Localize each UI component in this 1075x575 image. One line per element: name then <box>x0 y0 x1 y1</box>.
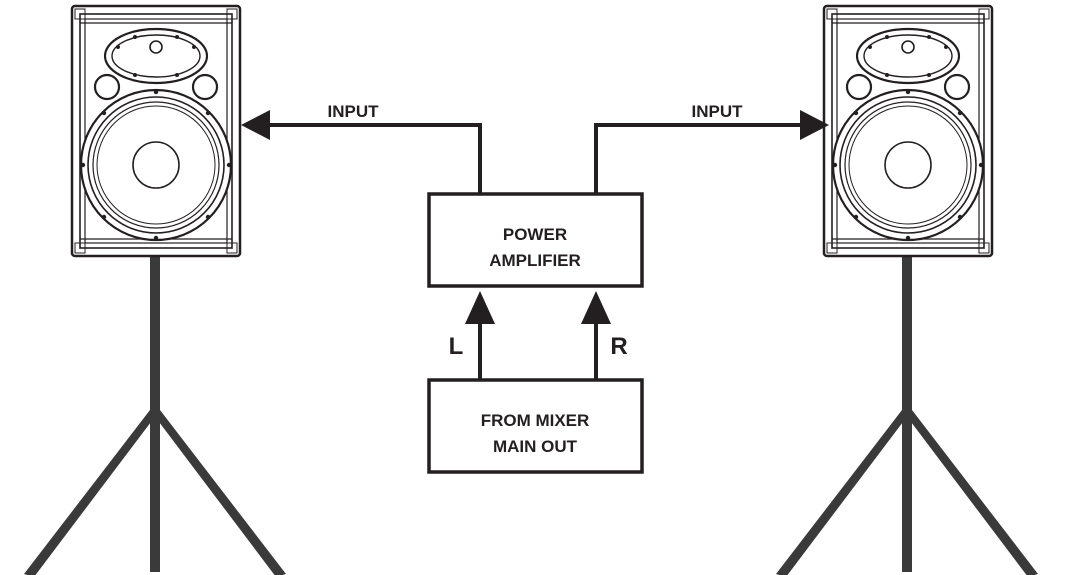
up-arrow-icon <box>581 291 611 324</box>
left-arrow-icon <box>241 110 270 140</box>
mixer-main-out-box <box>427 378 644 474</box>
left-tripod-stand <box>24 252 286 575</box>
right-channel-label: R <box>610 333 627 360</box>
amplifier-label-line2: AMPLIFIER <box>489 251 581 270</box>
mixer-label-line2: MAIN OUT <box>493 437 578 456</box>
left-output-arrow <box>241 110 482 194</box>
right-input-label: INPUT <box>692 102 744 121</box>
left-channel-label: L <box>449 333 464 360</box>
right-arrow-icon <box>800 110 829 140</box>
right-output-arrow <box>594 110 829 194</box>
power-amplifier-box <box>427 192 644 288</box>
amplifier-label-line1: POWER <box>503 225 567 244</box>
mixer-label-line1: FROM MIXER <box>481 411 590 430</box>
right-channel-arrow <box>581 291 611 380</box>
left-input-label: INPUT <box>328 102 380 121</box>
right-tripod-stand <box>776 252 1038 575</box>
right-speaker-icon <box>822 4 994 258</box>
up-arrow-icon <box>465 291 495 324</box>
left-speaker-icon <box>70 4 242 258</box>
left-channel-arrow <box>465 291 495 380</box>
